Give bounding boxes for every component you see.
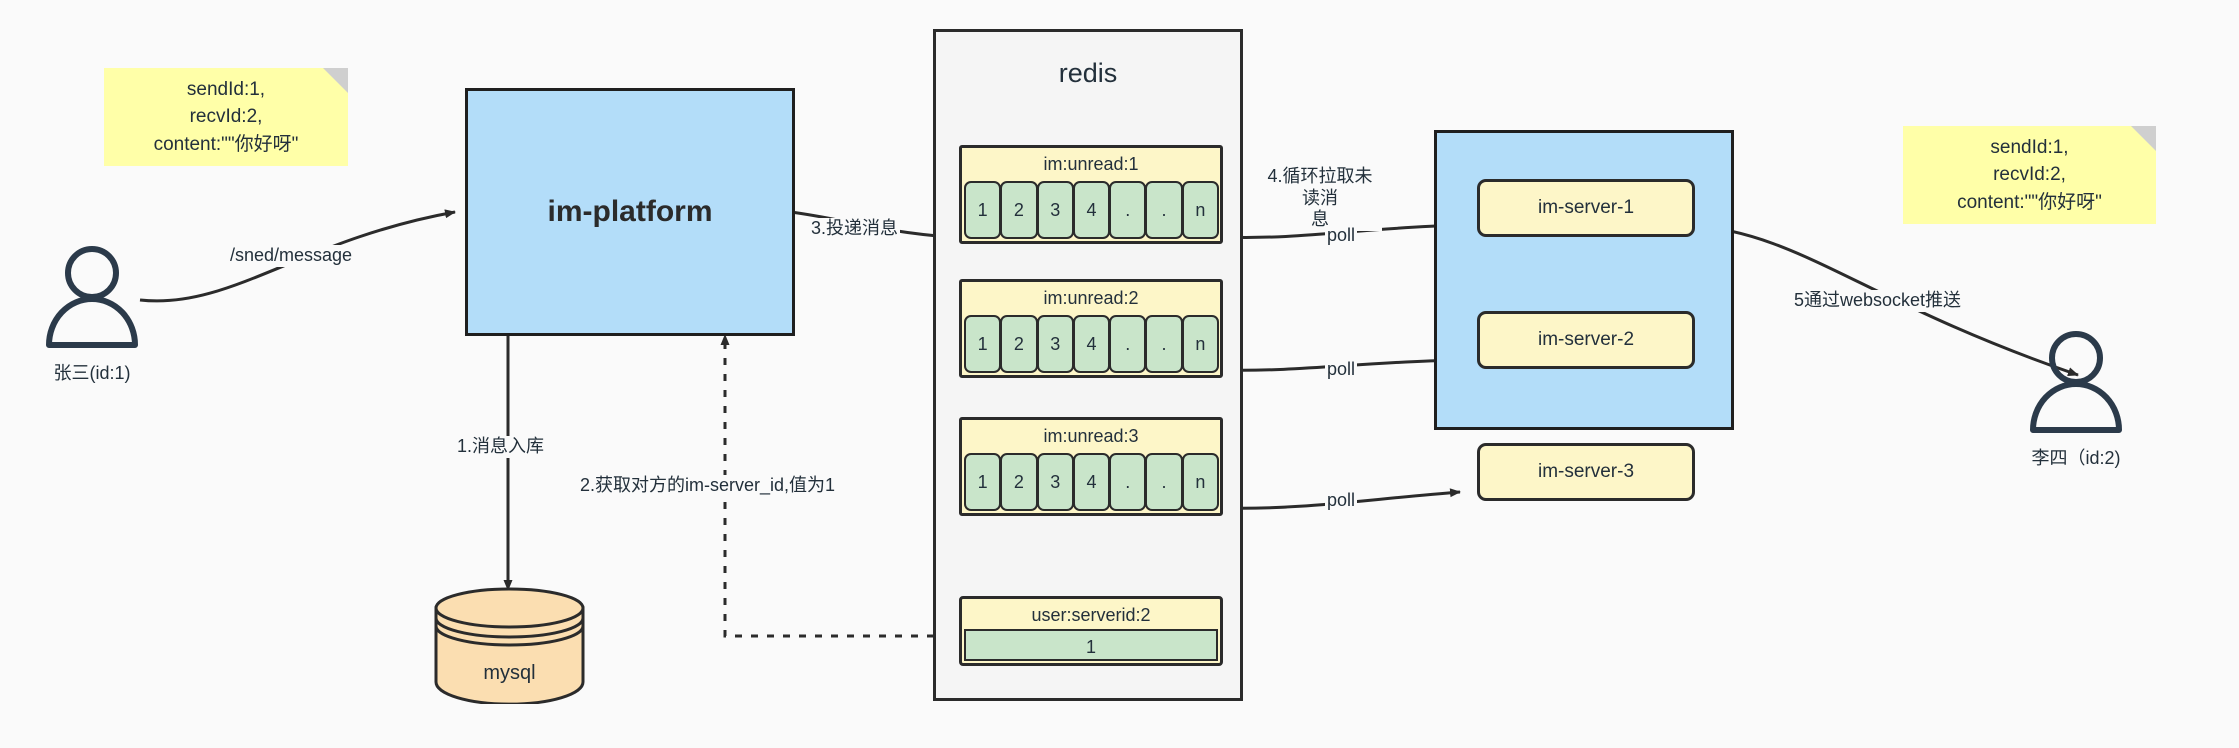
mysql-label: mysql — [483, 662, 536, 684]
redis-cell: 2 — [1000, 453, 1038, 511]
redis-list-2[interactable]: im:unread:2 1 2 3 4 . . n — [959, 279, 1223, 378]
edge-label-step2: 2.获取对方的im-server_id,值为1 — [578, 475, 838, 497]
redis-cell: 1 — [964, 315, 1002, 373]
redis-cell: 3 — [1036, 181, 1074, 239]
sticky-note-receiver-text: sendId:1, recvId:2, content:""你好呀" — [1957, 136, 2102, 213]
edge-label-step1: 1.消息入库 — [455, 436, 547, 458]
edge-label-poll-2: poll — [1325, 359, 1358, 381]
database-cylinder-icon — [434, 587, 585, 706]
redis-kv-user-serverid[interactable]: user:serverid:2 1 — [959, 596, 1223, 666]
redis-cell: 3 — [1036, 453, 1074, 511]
im-server-1-node[interactable]: im-server-1 — [1477, 179, 1695, 237]
redis-cell: 3 — [1036, 315, 1074, 373]
redis-cell: 2 — [1000, 181, 1038, 239]
redis-cell: . — [1109, 315, 1147, 373]
edge-label-poll-1: poll — [1325, 225, 1358, 247]
redis-cell: . — [1145, 315, 1183, 373]
actor-receiver-label: 李四（id:2) — [2031, 448, 2121, 468]
edge-label-send-message: /sned/message — [228, 245, 355, 267]
im-server-3-node[interactable]: im-server-3 — [1477, 443, 1695, 501]
redis-cell: . — [1145, 181, 1183, 239]
im-server-1-label: im-server-1 — [1537, 197, 1635, 218]
redis-cell: 4 — [1072, 315, 1111, 373]
redis-cell: 1 — [964, 453, 1002, 511]
im-platform-node[interactable]: im-platform — [465, 88, 795, 336]
edge-label-step3: 3.投递消息 — [809, 218, 901, 240]
redis-cell: 2 — [1000, 315, 1038, 373]
redis-list-2-cells: 1 2 3 4 . . n — [964, 315, 1219, 373]
redis-cell: n — [1181, 315, 1219, 373]
redis-kv-key: user:serverid:2 — [1031, 605, 1151, 625]
redis-list-3[interactable]: im:unread:3 1 2 3 4 . . n — [959, 417, 1223, 516]
note-fold-icon — [323, 68, 348, 93]
redis-cell: n — [1181, 453, 1219, 511]
sticky-note-sender-text: sendId:1, recvId:2, content:""你好呀" — [153, 78, 299, 155]
sticky-note-receiver: sendId:1, recvId:2, content:""你好呀" — [1903, 126, 2156, 224]
redis-list-1-cells: 1 2 3 4 . . n — [964, 181, 1219, 239]
redis-kv-value: 1 — [964, 629, 1218, 661]
sticky-note-sender: sendId:1, recvId:2, content:""你好呀" — [104, 68, 348, 166]
redis-cell: . — [1145, 453, 1183, 511]
im-server-2-node[interactable]: im-server-2 — [1477, 311, 1695, 369]
redis-cell: 4 — [1072, 181, 1111, 239]
im-server-cluster: im-server-1 im-server-2 im-server-3 — [1434, 130, 1734, 501]
redis-cell: 4 — [1072, 453, 1111, 511]
edge-label-poll-3: poll — [1325, 490, 1358, 512]
redis-list-3-cells: 1 2 3 4 . . n — [964, 453, 1219, 511]
person-icon — [2030, 331, 2122, 433]
redis-list-1[interactable]: im:unread:1 1 2 3 4 . . n — [959, 145, 1223, 244]
im-server-2-label: im-server-2 — [1537, 329, 1635, 350]
redis-cell: . — [1109, 453, 1147, 511]
im-platform-label: im-platform — [547, 195, 713, 228]
redis-list-3-key: im:unread:3 — [1043, 426, 1139, 446]
edge-label-step4: 4.循环拉取未读消 息 — [1258, 166, 1382, 231]
note-fold-icon — [2131, 126, 2156, 151]
redis-cell: 1 — [964, 181, 1002, 239]
redis-cell: n — [1181, 181, 1219, 239]
redis-list-1-key: im:unread:1 — [1043, 154, 1139, 174]
redis-container: redis im:unread:1 1 2 3 4 . . n im:unrea… — [933, 29, 1243, 701]
redis-list-2-key: im:unread:2 — [1043, 288, 1139, 308]
actor-sender[interactable]: 张三(id:1) — [37, 245, 147, 385]
actor-receiver[interactable]: 李四（id:2) — [2021, 330, 2131, 470]
redis-title: redis — [1058, 58, 1118, 88]
edge-label-step5: 5通过websocket推送 — [1792, 290, 1964, 312]
person-icon — [46, 246, 138, 348]
redis-cell: . — [1109, 181, 1147, 239]
mysql-node[interactable]: mysql — [432, 586, 587, 706]
actor-sender-label: 张三(id:1) — [53, 363, 131, 383]
im-server-3-label: im-server-3 — [1537, 461, 1635, 482]
